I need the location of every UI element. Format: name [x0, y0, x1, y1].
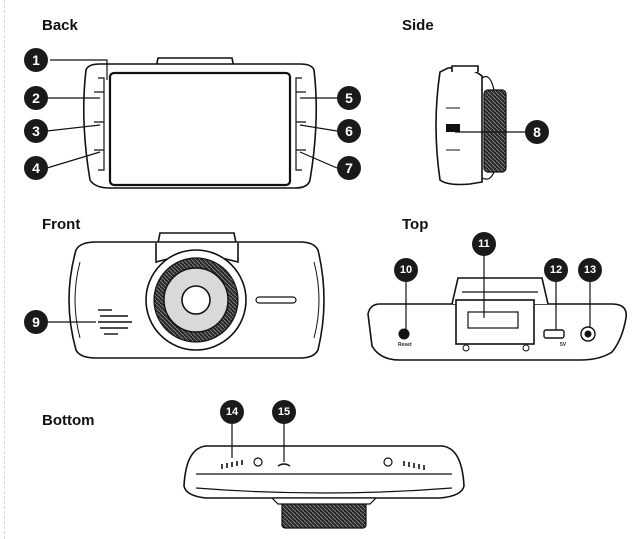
- top-view: [367, 277, 628, 361]
- callout-badge-7: 7: [337, 156, 361, 180]
- back-leader-lines: [46, 59, 338, 169]
- callout-badge-12: 12: [544, 258, 568, 282]
- callout-badge-8: 8: [525, 120, 549, 144]
- callout-badge-6: 6: [337, 119, 361, 143]
- svg-text:12: 12: [550, 264, 562, 276]
- front-lens-glass: [181, 285, 211, 315]
- callout-badge-10: 10: [394, 258, 418, 282]
- reset-hole: [398, 328, 410, 340]
- svg-text:14: 14: [226, 406, 239, 418]
- front-view: [68, 232, 325, 359]
- svg-text:9: 9: [32, 314, 40, 330]
- svg-text:2: 2: [32, 90, 40, 106]
- callout-badge-14: 14: [220, 400, 244, 424]
- callout-badge-1: 1: [24, 48, 48, 72]
- svg-text:8: 8: [533, 124, 541, 140]
- svg-text:5: 5: [345, 90, 353, 106]
- back-section-title: Back: [42, 17, 78, 34]
- usb-port: [543, 329, 565, 339]
- reset-label: Reset: [398, 342, 412, 348]
- svg-text:4: 4: [32, 160, 40, 176]
- svg-text:7: 7: [345, 160, 353, 176]
- callout-badge-3: 3: [24, 119, 48, 143]
- svg-text:11: 11: [478, 238, 490, 250]
- callout-badge-2: 2: [24, 86, 48, 110]
- callout-badge-15: 15: [272, 400, 296, 424]
- svg-text:13: 13: [584, 264, 596, 276]
- back-screen: [108, 71, 292, 187]
- top-leader-lines: [405, 254, 591, 330]
- svg-text:1: 1: [32, 52, 40, 68]
- top-section-title: Top: [402, 216, 429, 233]
- usb-label: 5V: [560, 342, 567, 348]
- callout-badge-13: 13: [578, 258, 602, 282]
- callout-badge-5: 5: [337, 86, 361, 110]
- callout-badge-9: 9: [24, 310, 48, 334]
- callout-badge-4: 4: [24, 156, 48, 180]
- side-view: [435, 65, 507, 186]
- front-section-title: Front: [42, 216, 81, 233]
- svg-text:6: 6: [345, 123, 353, 139]
- bottom-section-title: Bottom: [42, 412, 95, 429]
- back-view: [82, 57, 318, 189]
- svg-text:3: 3: [32, 123, 40, 139]
- side-lens-ring: [483, 89, 507, 173]
- side-section-title: Side: [402, 17, 434, 34]
- bottom-view: [183, 445, 465, 529]
- callout-badge-11: 11: [472, 232, 496, 256]
- page-border: [4, 0, 6, 539]
- svg-text:10: 10: [400, 264, 412, 276]
- svg-text:15: 15: [278, 406, 290, 418]
